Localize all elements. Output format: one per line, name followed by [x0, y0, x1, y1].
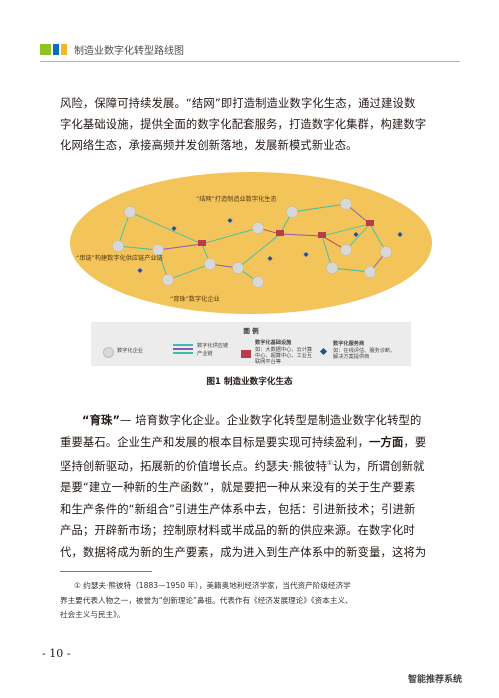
text-line: 代，数据将成为新的生产要素，成为进入到生产体系中的新变量，这将为: [60, 545, 427, 559]
footnote-line: ① 约瑟夫·熊彼特（1883—1950 年），美籍奥地利经济学家，当代资产阶级经…: [74, 581, 351, 590]
intro-paragraph: 风险，保障可持续发展。“结网”即打造制造业数字化生态，通过建设数 字化基础设施，…: [60, 93, 446, 156]
text-line: 产品；开辟新市场；控制原材料或半成品的新的供应来源。在数字化时: [60, 524, 415, 538]
legend-infra-line: 如：大数据中心、云计算: [255, 347, 313, 353]
page-number: - 10 -: [42, 647, 71, 660]
body-paragraph: “育珠”— 培育数字化企业。企业数字化转型是制造业数字化转型的 重要基石。企业生…: [60, 410, 446, 563]
text-line: 风险，保障可持续发展。“结网”即打造制造业数字化生态，通过建设数: [60, 97, 416, 110]
running-header-title: 制造业数字化转型路线图: [74, 46, 184, 57]
figure-legend: 图 例 数字化企业 数字化供应链 产业链 数字化基础设施 如：大数据中心、云计算…: [91, 322, 411, 366]
chain-line-icon: [173, 352, 193, 354]
label-supply-chain: “串链”构建数字化供应链产业链: [76, 255, 163, 262]
chain-line-icon: [173, 344, 193, 346]
text-line: “育珠”— 培育数字化企业。企业数字化转型是制造业数字化转型的: [82, 414, 422, 427]
footnote: ① 约瑟夫·熊彼特（1883—1950 年），美籍奥地利经济学家，当代资产阶级经…: [60, 579, 448, 623]
text-line: 是要“建立一种新的生产函数”，就是要把一种从来没有的关于生产要素: [60, 481, 416, 495]
text-line: 化网络生态，承接高频并发创新落地，发展新模式新业态。: [60, 139, 358, 152]
bold-phrase: 一方面: [369, 435, 404, 449]
watermark: 智能推荐系统: [408, 675, 463, 685]
text-line: 字化基础设施，提供全面的数字化配套服务，打造数字化集群，构建数字: [60, 118, 427, 131]
text-line: 重要基石。企业生产和发展的根本目标是要实现可持续盈利，一方面，要: [60, 435, 427, 449]
ecosystem-ellipse: [70, 172, 432, 314]
header-rule: [40, 61, 460, 62]
footnote-rule: [60, 571, 152, 572]
chain-line-icon: [173, 348, 193, 350]
legend-enterprise-label: 数字化企业: [117, 348, 143, 354]
text-line: 和生产条件的“新组合”引进生产体系中去，包括：引进新技术；引进新: [60, 502, 416, 516]
enterprise-node-icon: [103, 347, 114, 358]
legend-service-line: 解决方案提供商: [333, 354, 370, 360]
legend-infra-title: 数字化基础设施: [255, 340, 292, 346]
label-network-ecosystem: “结网”打造制造业数字化生态: [196, 196, 277, 203]
bold-lead: “育珠”: [82, 414, 121, 427]
ecosystem-network-diagram: [112, 198, 403, 288]
infrastructure-icon: [241, 350, 251, 358]
legend-infra-line: 中心、超算中心、工业互: [255, 353, 313, 359]
header-square-yellow: [61, 44, 67, 55]
footnote-line: 社会主义与民主》。: [60, 610, 125, 619]
service-provider-icon: [319, 347, 328, 356]
header-square-green: [40, 44, 51, 55]
label-digital-enterprise: “育珠”数字化企业: [170, 296, 220, 303]
figure-caption: 图1 制造业数字化生态: [206, 377, 293, 387]
legend-chain-label: 数字化供应链: [197, 343, 229, 349]
footnote-line: 界主要代表人物之一，被誉为“创新理论”鼻祖。代表作有《经济发展理论》《资本主义、: [60, 595, 353, 605]
legend-infra-line: 联网平台等: [255, 359, 281, 365]
footnote-reference[interactable]: ①: [327, 459, 334, 467]
legend-title: 图 例: [243, 327, 259, 335]
legend-service-title: 数字化服务商: [333, 341, 365, 347]
text-line: 坚持创新驱动，拓展新的价值增长点。约瑟夫·熊彼特①认为，所谓创新就: [60, 459, 425, 473]
legend-service-line: 如：在线评估、服务诊断、: [333, 348, 396, 354]
legend-chain-label: 产业链: [197, 351, 213, 357]
header-square-blue: [53, 44, 59, 55]
